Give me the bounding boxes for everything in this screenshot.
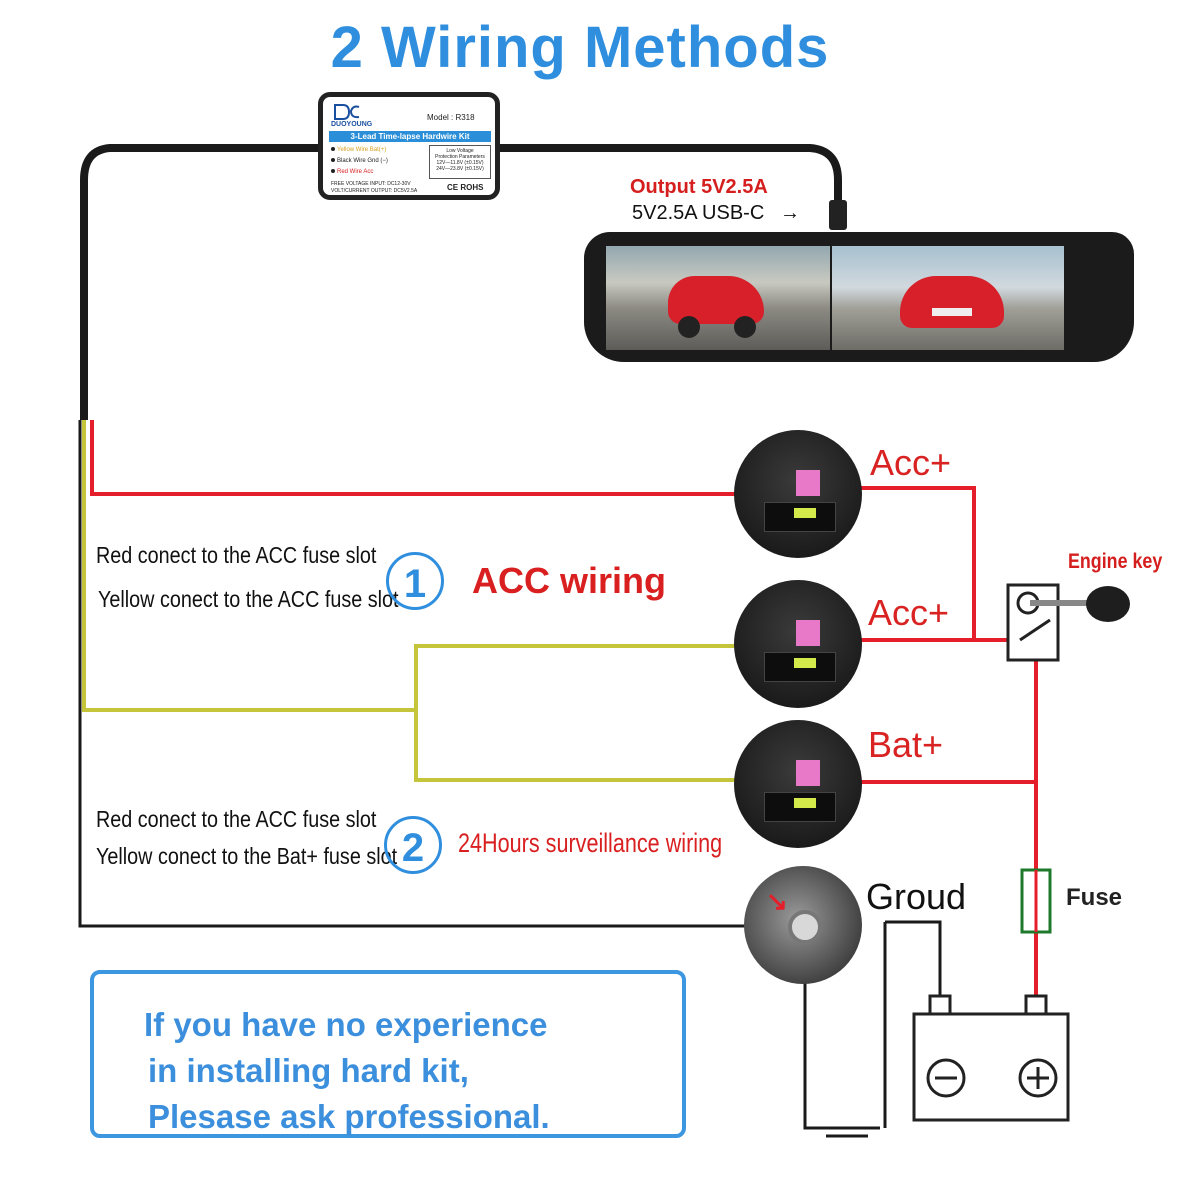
low-voltage-sub: Protection Parameters bbox=[435, 154, 485, 160]
page-title: 2 Wiring Methods bbox=[330, 15, 830, 80]
fuse-box-photo-acc1 bbox=[734, 430, 862, 558]
acc-circuit bbox=[860, 486, 1010, 642]
method2-title: 24Hours surveillance wiring bbox=[458, 828, 723, 858]
switch-lever bbox=[1019, 618, 1051, 642]
red-wire-label: Red Wire Acc bbox=[331, 169, 373, 175]
engine-key-label: Engine key bbox=[1068, 550, 1163, 573]
yellow-branch-bat bbox=[414, 710, 760, 782]
ground-bolt-photo: ↘ bbox=[744, 866, 862, 984]
ground-to-battery bbox=[885, 920, 942, 996]
ground-bolt bbox=[788, 910, 822, 944]
main-cable bbox=[80, 144, 318, 420]
ground-to-earth bbox=[803, 960, 880, 1130]
rear-camera-view bbox=[832, 246, 1064, 350]
low-voltage-box: Low Voltage Protection Parameters 12V—11… bbox=[429, 145, 491, 179]
battery-terminal-negative bbox=[928, 994, 952, 1016]
car-wheel bbox=[678, 316, 700, 338]
bat-label: Bat+ bbox=[868, 724, 944, 765]
hardwire-name: 3-Lead Time-lapse Hardwire Kit bbox=[329, 131, 491, 142]
hardwire-brand: DUOYOUNG bbox=[331, 121, 373, 128]
acc2-label: Acc+ bbox=[868, 592, 950, 633]
arrow-right-icon: → bbox=[780, 202, 800, 224]
key-head bbox=[1086, 586, 1130, 622]
method2-line1: Red conect to the ACC fuse slot bbox=[96, 806, 377, 832]
mirror-cable bbox=[500, 144, 842, 210]
car-image bbox=[900, 276, 1004, 328]
black-wire bbox=[78, 420, 760, 928]
low-voltage-12: 12V—11.8V (±0.15V) bbox=[436, 160, 484, 166]
notice-line2: in installing hard kit, bbox=[148, 1052, 469, 1089]
arrow-down-right-icon: ↘ bbox=[766, 886, 788, 916]
low-voltage-title: Low Voltage bbox=[446, 148, 474, 154]
method1-number: 1 bbox=[386, 552, 444, 610]
method2-line2: Yellow conect to the Bat+ fuse slot bbox=[96, 843, 398, 869]
hardwire-marks: CE ROHS bbox=[447, 183, 484, 192]
license-plate bbox=[932, 308, 972, 316]
method1-title: ACC wiring bbox=[472, 560, 666, 601]
notice-line1: If you have no experience bbox=[144, 1006, 548, 1043]
low-voltage-24: 24V—23.8V (±0.15V) bbox=[436, 166, 484, 172]
hardwire-input: FREE VOLTAGE INPUT: DC12-30V bbox=[331, 181, 411, 187]
yellow-branch-acc bbox=[414, 644, 760, 710]
fuse-box-photo-acc2 bbox=[734, 580, 862, 708]
output-label: Output 5V2.5A bbox=[630, 176, 768, 198]
fuse-label: Fuse bbox=[1066, 884, 1123, 911]
red-wire bbox=[90, 420, 760, 496]
hardwire-model: Model : R318 bbox=[427, 113, 475, 122]
yellow-wire-label: Yellow Wire Bat(+) bbox=[331, 147, 386, 153]
hardwire-output: VOLT/CURRENT OUTPUT: DC5V2.5A bbox=[331, 188, 418, 194]
ground-label: Groud bbox=[866, 876, 967, 917]
acc1-label: Acc+ bbox=[870, 442, 952, 483]
black-wire-label: Black Wire Gnd (−) bbox=[331, 158, 388, 164]
notice-box: If you have no experience in installing … bbox=[90, 970, 686, 1138]
method1-line2: Yellow conect to the ACC fuse slot bbox=[98, 586, 399, 612]
fuse-box-photo-bat bbox=[734, 720, 862, 848]
method1-line1: Red conect to the ACC fuse slot bbox=[96, 542, 377, 568]
notice-line3: Plesase ask professional. bbox=[148, 1098, 550, 1135]
usb-label: 5V2.5A USB-C bbox=[632, 202, 765, 224]
method2-number: 2 bbox=[384, 816, 442, 874]
front-camera-view bbox=[606, 246, 830, 350]
usb-c-plug bbox=[829, 200, 847, 230]
car-wheel bbox=[734, 316, 756, 338]
hardwire-kit-box: DUOYOUNG Model : R318 3-Lead Time-lapse … bbox=[318, 92, 500, 200]
duoyoung-logo-icon bbox=[334, 104, 360, 120]
yellow-wire bbox=[82, 420, 416, 712]
battery-terminal-positive bbox=[1024, 994, 1048, 1016]
